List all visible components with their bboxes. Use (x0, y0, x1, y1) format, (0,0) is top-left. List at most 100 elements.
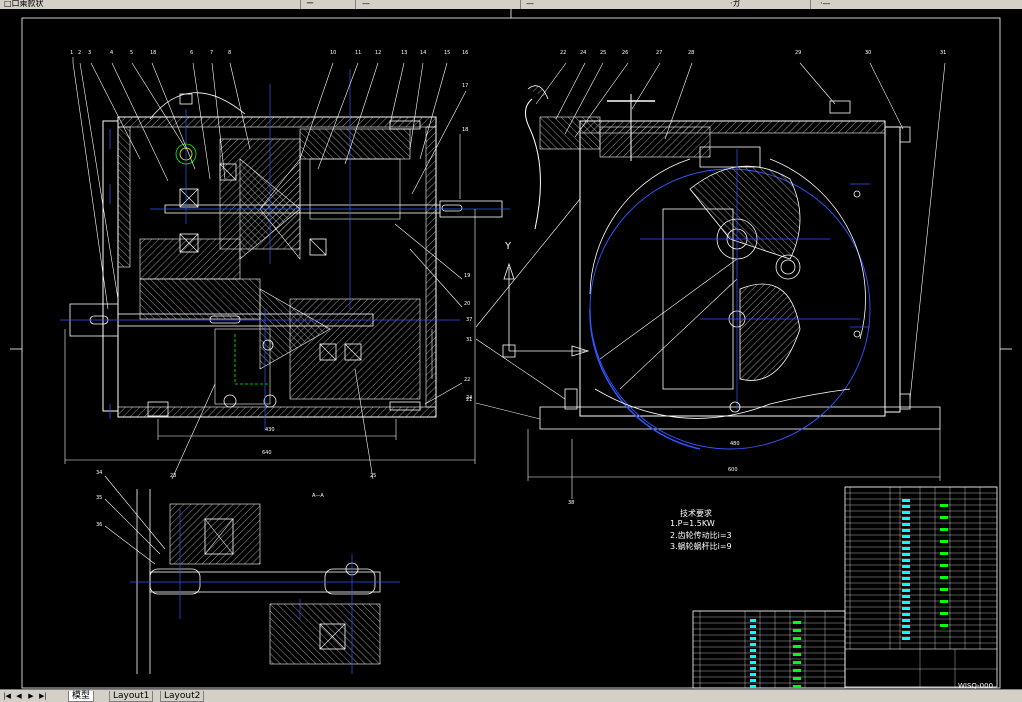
parts-list-mark (750, 667, 756, 670)
parts-list-mark (793, 637, 801, 640)
parts-list-mark (940, 528, 948, 531)
parts-list-mark (750, 631, 756, 634)
svg-text:15: 15 (444, 50, 450, 56)
svg-text:12: 12 (375, 50, 381, 56)
parts-list-mark (940, 612, 948, 615)
svg-text:24: 24 (466, 395, 472, 401)
dim-base-right: 480 (730, 441, 740, 447)
svg-text:34: 34 (96, 470, 102, 476)
svg-text:18: 18 (150, 50, 156, 56)
parts-list-mark (793, 645, 801, 648)
toolbar-separator (355, 0, 356, 9)
svg-text:35: 35 (96, 495, 102, 501)
svg-text:8: 8 (228, 50, 231, 56)
dim-base-left: 430 (265, 427, 275, 433)
note-worm-ratio: 3.蜗轮蜗杆比i=9 (670, 542, 732, 551)
svg-text:38: 38 (568, 500, 574, 506)
parts-list-mark (940, 600, 948, 603)
tab-model[interactable]: 模型 (68, 691, 95, 702)
parts-list-mark (750, 643, 756, 646)
parts-list-mark (940, 516, 948, 519)
svg-text:13: 13 (401, 50, 407, 56)
svg-text:29: 29 (795, 50, 801, 56)
layout-tab-bar: |◀ ◀ ▶ ▶| 模型 Layout1 Layout2 (0, 689, 1022, 702)
parts-list-mark (902, 637, 910, 640)
parts-list-mark (940, 564, 948, 567)
toolbar-separator (300, 0, 301, 9)
svg-text:36: 36 (96, 522, 102, 528)
svg-text:18: 18 (462, 127, 468, 133)
parts-list-mark (902, 595, 910, 598)
svg-text:10: 10 (330, 50, 336, 56)
drawing-code: WISQ-000 (958, 682, 994, 690)
toolbar-item-6[interactable]: ·— (820, 0, 831, 8)
parts-list-mark (902, 607, 910, 610)
parts-list-mark (902, 529, 910, 532)
parts-list-mark (940, 540, 948, 543)
parts-list-mark (793, 685, 801, 688)
svg-text:7: 7 (210, 50, 213, 56)
parts-list-mark (750, 649, 756, 652)
svg-text:16: 16 (462, 50, 468, 56)
svg-text:5: 5 (130, 50, 133, 56)
svg-text:24: 24 (580, 50, 586, 56)
parts-list-mark (750, 661, 756, 664)
toolbar-item-3[interactable]: — (362, 0, 370, 8)
toolbar-separator (810, 0, 811, 9)
parts-list-mark (902, 511, 910, 514)
tab-layout1[interactable]: Layout1 (109, 691, 154, 702)
note-power: 1.P=1.5KW (670, 519, 715, 528)
svg-text:17: 17 (462, 83, 468, 89)
dim-width-right: 600 (728, 467, 738, 473)
parts-list-mark (750, 673, 756, 676)
svg-text:1: 1 (70, 50, 73, 56)
parts-list-mark (750, 655, 756, 658)
parts-list-mark (902, 583, 910, 586)
dim-width-left: 640 (262, 450, 272, 456)
svg-text:26: 26 (622, 50, 628, 56)
svg-text:22: 22 (464, 377, 470, 383)
parts-list-mark (902, 619, 910, 622)
toolbar-item-2[interactable]: ー (306, 0, 314, 8)
parts-list-mark (940, 552, 948, 555)
bottom-detail-view: 34 35 36 (96, 470, 400, 674)
svg-text:30: 30 (865, 50, 871, 56)
axis-y-label: Y (505, 241, 512, 252)
toolbar-item-layer[interactable]: □口乘款状 (4, 0, 44, 8)
parts-list-mark (793, 661, 801, 664)
svg-text:3: 3 (88, 50, 91, 56)
notes-title: 技术要求 (680, 509, 712, 518)
tab-last-button[interactable]: ▶| (39, 692, 47, 700)
parts-list-mark (940, 576, 948, 579)
left-section-view (60, 57, 510, 480)
parts-list-mark (793, 621, 801, 624)
parts-list-mark (940, 504, 948, 507)
parts-list-mark (902, 559, 910, 562)
tab-prev-button[interactable]: ◀ (16, 692, 22, 700)
tab-next-button[interactable]: ▶ (28, 692, 34, 700)
parts-list-mark (750, 637, 756, 640)
parts-list-mark (902, 553, 910, 556)
parts-list-mark (793, 677, 801, 680)
svg-text:25: 25 (600, 50, 606, 56)
parts-list-mark (902, 571, 910, 574)
parts-list-mark (750, 619, 756, 622)
svg-text:2: 2 (78, 50, 81, 56)
tab-first-button[interactable]: |◀ (3, 692, 11, 700)
svg-text:11: 11 (355, 50, 361, 56)
parts-list-mark (793, 669, 801, 672)
tab-layout2[interactable]: Layout2 (160, 691, 205, 702)
parts-list-mark (793, 629, 801, 632)
parts-list-mark (902, 601, 910, 604)
toolbar-item-4[interactable]: — (526, 0, 534, 8)
parts-list-mark (940, 588, 948, 591)
svg-text:21: 21 (466, 397, 472, 403)
parts-list-mark (902, 517, 910, 520)
toolbar-item-5[interactable]: ·ガ (730, 0, 741, 8)
parts-list-mark (902, 547, 910, 550)
right-section-view (475, 62, 946, 499)
parts-list-mark (902, 541, 910, 544)
